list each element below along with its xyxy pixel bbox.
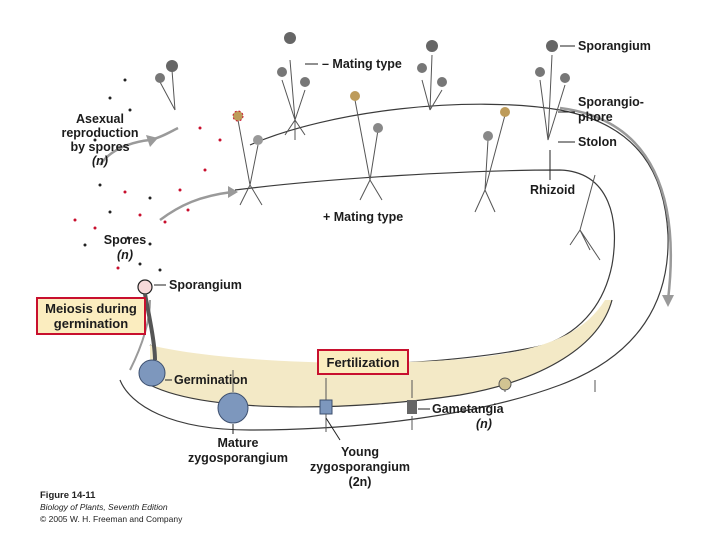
label-asexual-1: Asexual [76,112,124,126]
label-germination: Germination [174,373,248,387]
label-meiosis-1: Meiosis during [45,301,137,316]
minus-mating-cluster-2 [417,40,447,111]
asexual-arrow-upper-head [146,135,158,147]
label-young-2: zygosporangium [310,460,410,474]
label-gametangia-2: (n) [476,417,492,431]
mature-zygosporangium [217,392,249,424]
caption-figure: Figure 14-11 [40,490,96,501]
minus-mating-cluster-1 [277,32,310,140]
stolon-rhizoid-right [569,174,601,261]
asexual-sporangia-cluster [155,60,178,111]
label-sporangiophore-2: phore [578,110,613,124]
label-mature-1: Mature [218,436,259,450]
spores-scatter [73,78,222,272]
conjugation-bridges [232,370,596,432]
germ-sporangium [137,279,153,295]
fertilization-box [317,349,409,375]
label-rhizoid: Rhizoid [530,183,575,197]
label-young-1: Young [341,445,379,459]
meiosis-arrow [129,299,151,371]
label-spores-2: (n) [117,248,133,262]
label-spores-1: Spores [104,233,146,247]
label-meiosis-2: germination [54,316,128,331]
leader-young [325,417,341,441]
caption-copyright: © 2005 W. H. Freeman and Company [40,514,183,524]
young-zygosporangium [319,399,333,415]
meiosis-box [36,297,146,335]
germ-tube [143,293,157,361]
conjugating-hyphae-band [150,300,612,407]
cycle-arrow-right [559,106,672,301]
caption-book: Biology of Plants, Seventh Edition [40,502,168,512]
label-mating-plus: + Mating type [323,210,403,224]
progametangium [498,377,512,391]
label-asexual-3: by spores [70,140,129,154]
plus-mating-cluster-2 [350,91,383,201]
label-sporangium-left: Sporangium [169,278,242,292]
asexual-arrow-lower [159,190,233,222]
label-mature-2: zygosporangium [188,451,288,465]
minus-mating-cluster-3 [535,40,570,141]
gametangia-pair [407,400,417,414]
label-sporangium-top: Sporangium [578,39,651,53]
label-fertilization: Fertilization [327,355,400,370]
asexual-arrow-lower-head [228,186,238,198]
plus-mating-cluster-3 [474,107,510,213]
label-sporangiophore-1: Sporangio- [578,95,644,109]
label-asexual-2: reproduction [61,126,138,140]
label-young-3: (2n) [349,475,372,489]
label-gametangia-1: Gametangia [432,402,505,416]
label-asexual-4: (n) [92,154,108,168]
germinating-zygosporangium [138,359,166,387]
plus-mating-cluster-1 [232,110,263,206]
label-mating-minus: – Mating type [322,57,402,71]
outer-hypha-loop [119,103,669,431]
cycle-arrow-right-head [662,295,674,307]
label-stolon: Stolon [578,135,617,149]
